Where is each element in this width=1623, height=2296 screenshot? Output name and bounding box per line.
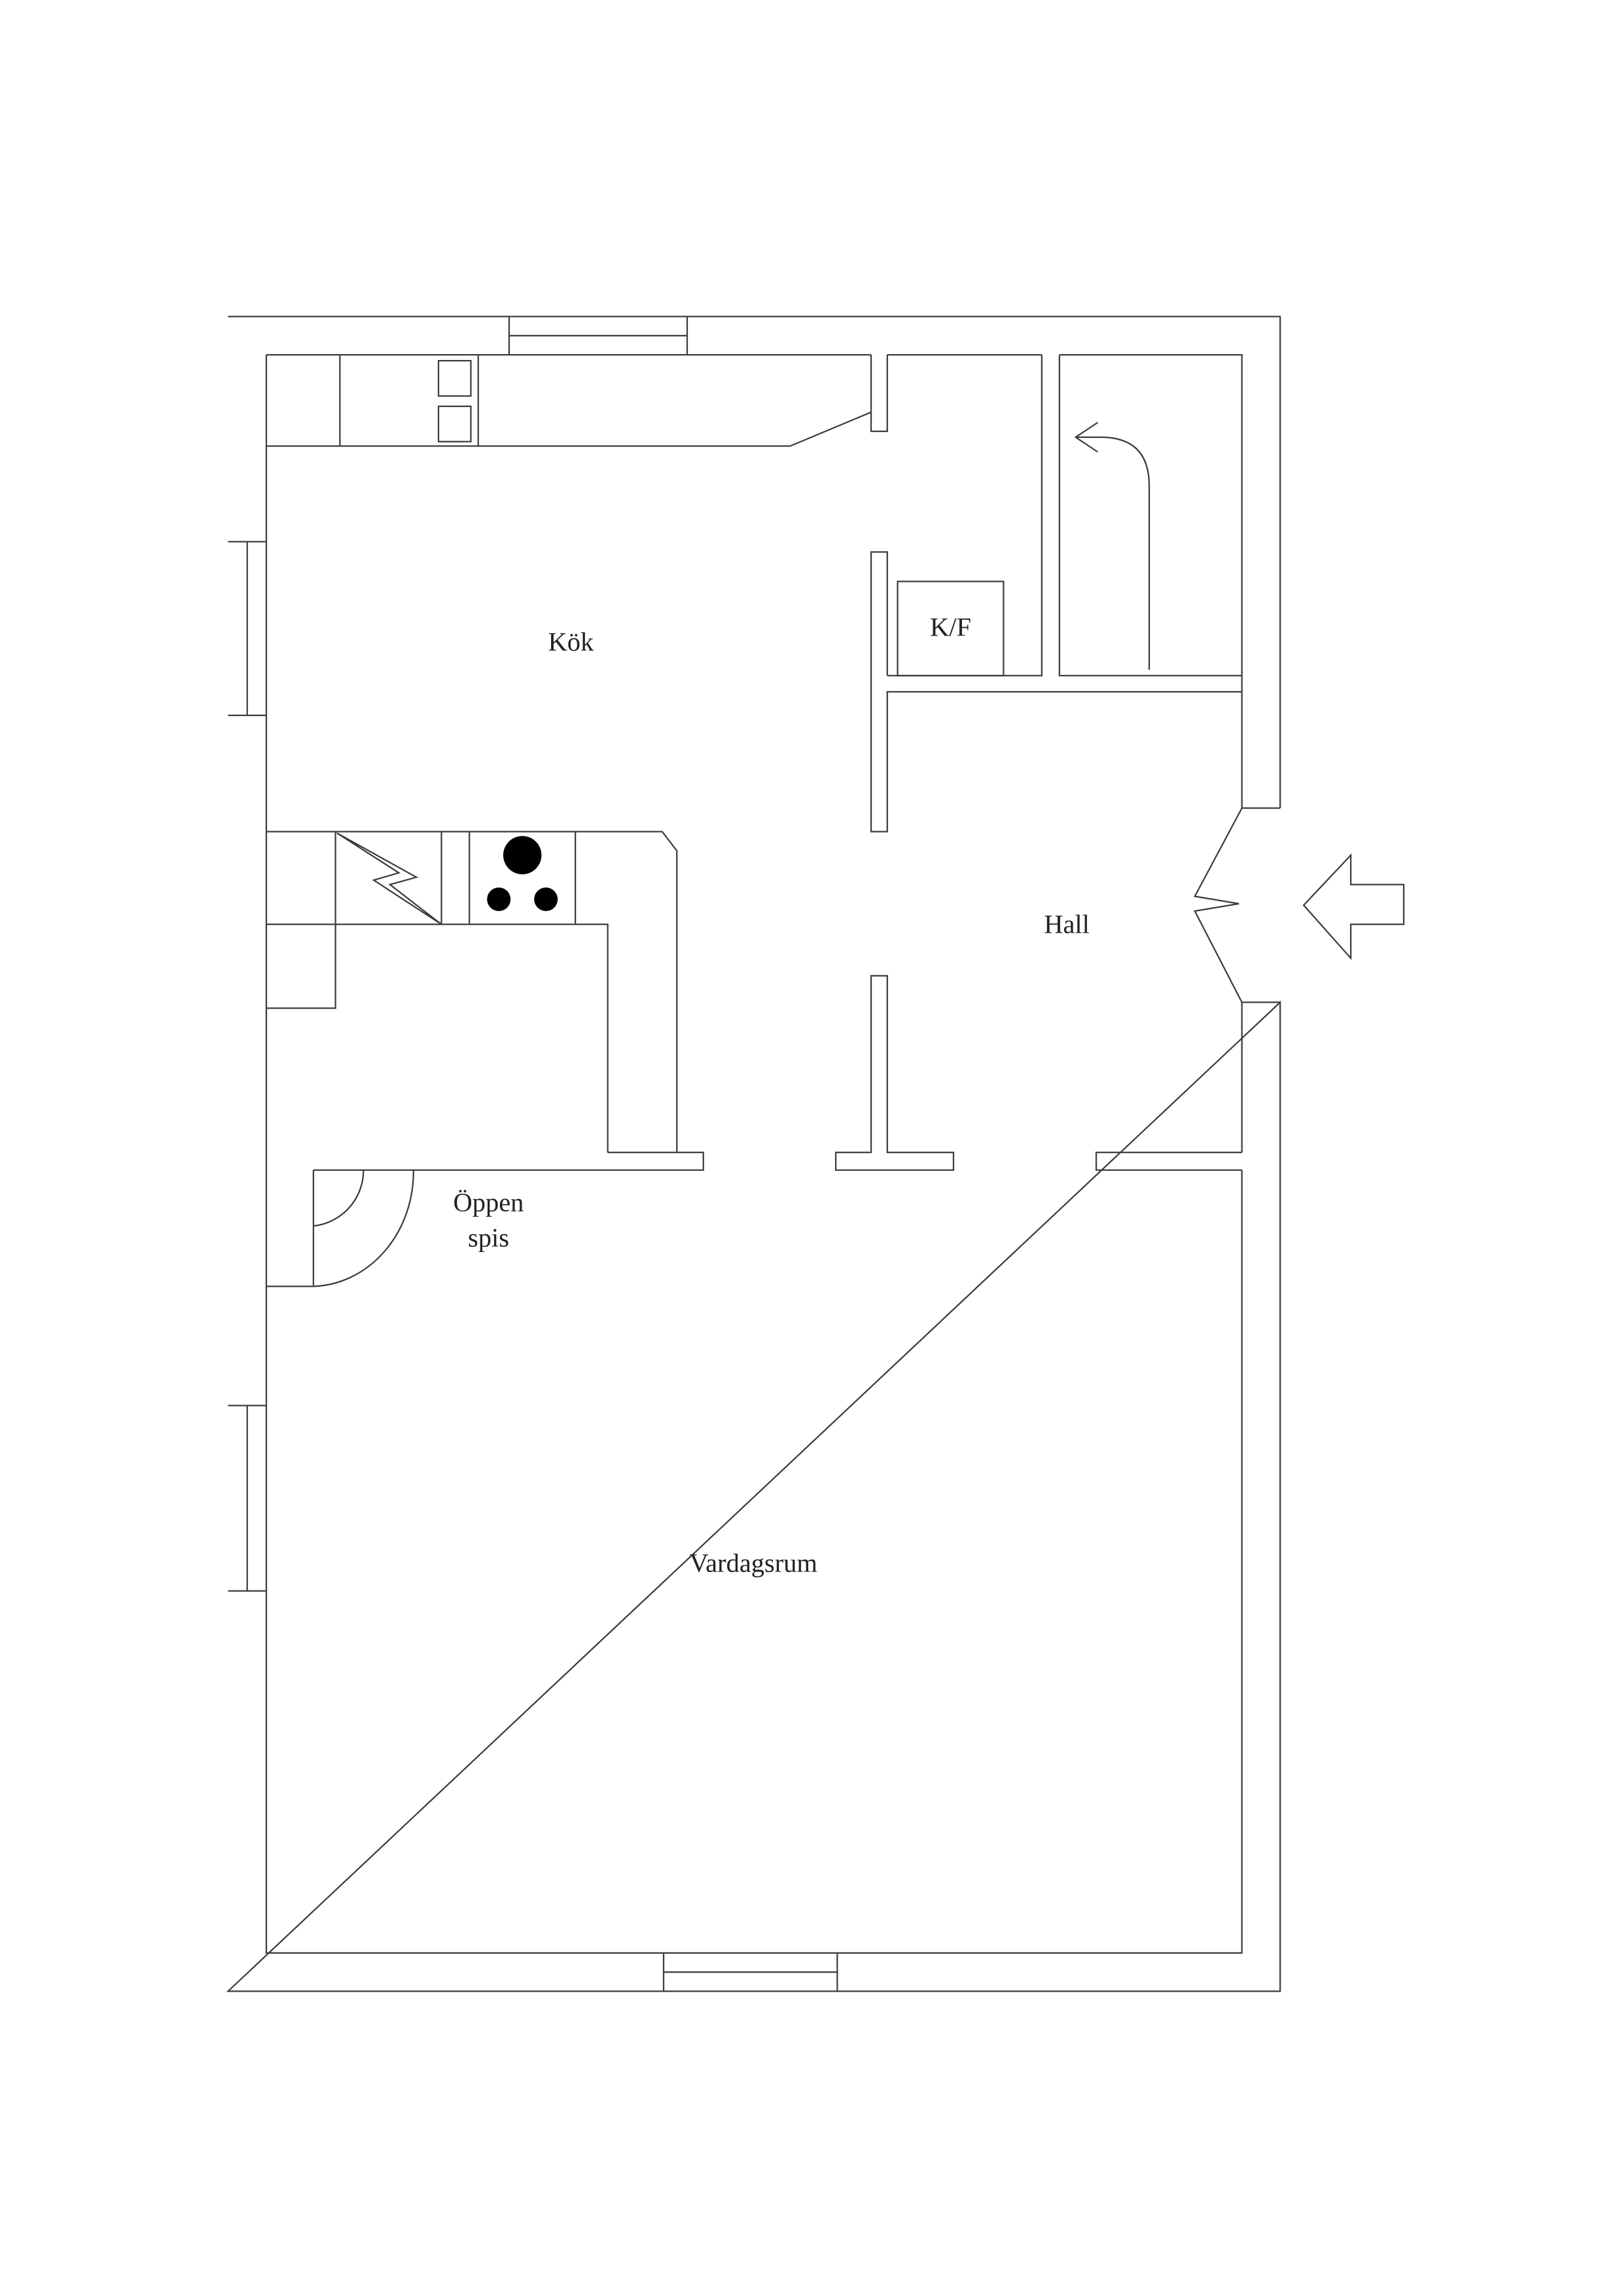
stove-burner-small-left	[487, 888, 511, 912]
outer-wall-outer-line	[226, 315, 1281, 1992]
kitchen-top-counter	[266, 355, 872, 447]
fireplace-opening-arc	[313, 1170, 365, 1227]
room-label-vardagsrum: Vardagsrum	[689, 1549, 817, 1578]
sink-basin-upper	[437, 359, 472, 397]
room-label-oppen: Öppen	[454, 1188, 524, 1217]
stove-burner-small-right	[534, 888, 558, 912]
stair-arrowhead-icon	[1074, 422, 1098, 453]
room-label-kok: Kök	[548, 627, 594, 656]
middle-t-wall	[834, 975, 955, 1171]
entrance-door	[1193, 807, 1281, 1003]
fireplace-hearth-arc	[313, 1170, 414, 1287]
window-top	[508, 316, 688, 355]
kitchen-wall-stub	[870, 355, 888, 433]
stove-burner-large	[503, 836, 542, 874]
hall-living-wall	[1095, 1151, 1242, 1171]
entrance-arrow-icon	[1302, 853, 1405, 960]
outer-wall-inner-line	[265, 353, 1243, 1954]
room-label-hall: Hall	[1044, 910, 1090, 939]
electric-symbol-icon	[336, 832, 442, 925]
window-bottom	[662, 1952, 838, 1992]
fireplace	[266, 1170, 315, 1287]
kf-unit	[897, 581, 1005, 677]
kitchen-hall-wall	[870, 355, 1242, 833]
room-label-kf: K/F	[930, 613, 971, 642]
stair-arrow	[1077, 436, 1150, 670]
kitchen-living-wall	[313, 1151, 704, 1171]
sink-basin-lower	[437, 405, 472, 442]
kitchen-l-counter	[266, 831, 678, 1153]
window-left-living	[228, 1405, 266, 1592]
room-label-spis: spis	[468, 1223, 509, 1253]
window-left-kitchen	[228, 541, 266, 717]
